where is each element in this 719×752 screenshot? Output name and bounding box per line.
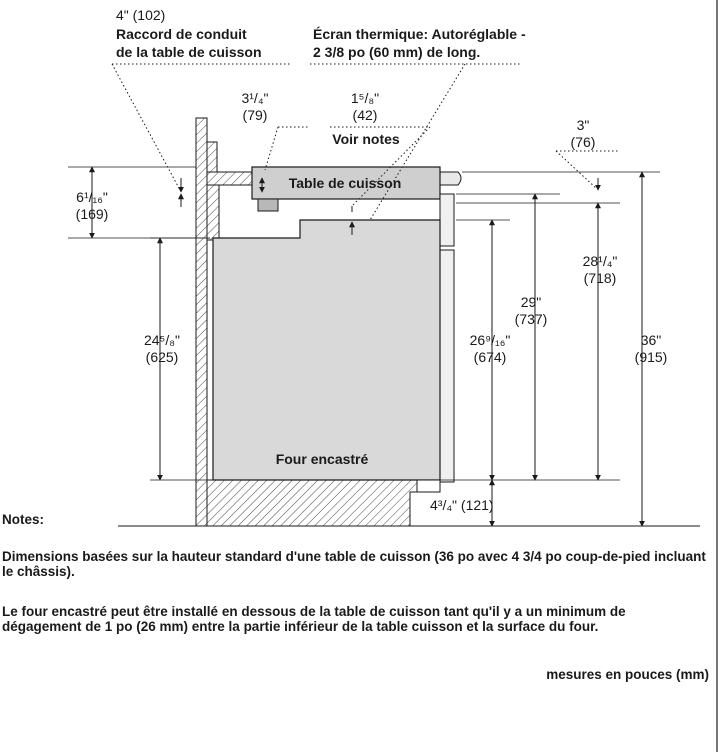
dim-718: (718) bbox=[584, 270, 617, 286]
dim-625: (625) bbox=[146, 349, 179, 365]
duct-label-line1: Raccord de conduit bbox=[116, 26, 247, 42]
dim-1-5-8: 1⁵/₈" bbox=[351, 90, 379, 106]
note-1: Dimensions basées sur la hauteur standar… bbox=[2, 549, 706, 579]
cooktop bbox=[251, 166, 441, 212]
dim-3: 3" bbox=[577, 117, 590, 133]
heat-shield-line2: 2 3/8 po (60 mm) de long. bbox=[313, 44, 480, 60]
dim-42: (42) bbox=[353, 107, 378, 123]
cabinet-door-lower bbox=[439, 249, 455, 483]
dim-36: 36" bbox=[641, 332, 662, 348]
dim-28-1-4: 28¹/₄" bbox=[583, 253, 618, 269]
dimension-arrows bbox=[89, 166, 645, 527]
countertop bbox=[206, 141, 462, 241]
dim-76: (76) bbox=[571, 134, 596, 150]
note-2: Le four encastré peut être installé en d… bbox=[2, 604, 626, 634]
dim-169: (169) bbox=[76, 206, 109, 222]
dim-737: (737) bbox=[515, 311, 548, 327]
heat-shield-line1: Écran thermique: Autoréglable - bbox=[313, 26, 526, 42]
dim-4-3-4: 4³/₄" (121) bbox=[430, 497, 494, 513]
base-plinth bbox=[206, 479, 441, 527]
see-notes-label: Voir notes bbox=[332, 131, 400, 147]
duct-label-line2: de la table de cuisson bbox=[116, 44, 262, 60]
dim-3-1-4: 3¹/₄" bbox=[241, 90, 268, 106]
units-note: mesures en pouces (mm) bbox=[546, 667, 709, 682]
cabinet-door-upper bbox=[439, 193, 455, 247]
cooktop-label: Table de cuisson bbox=[289, 175, 402, 191]
dim-6-1-16: 6¹/₁₆" bbox=[76, 189, 108, 205]
oven-label: Four encastré bbox=[276, 451, 369, 467]
dim-79: (79) bbox=[243, 107, 268, 123]
leader-lines bbox=[111, 63, 618, 221]
dim-915: (915) bbox=[635, 349, 668, 365]
wall bbox=[195, 117, 208, 527]
dim-26-9-16: 26⁹/₁₆" bbox=[470, 332, 511, 348]
duct-dimension: 4" (102) bbox=[116, 7, 165, 23]
dim-674: (674) bbox=[474, 349, 507, 365]
built-in-oven bbox=[212, 219, 441, 481]
dim-24-5-8: 24⁵/₈" bbox=[144, 332, 180, 348]
dim-29: 29" bbox=[521, 294, 542, 310]
notes-heading: Notes: bbox=[2, 512, 45, 527]
